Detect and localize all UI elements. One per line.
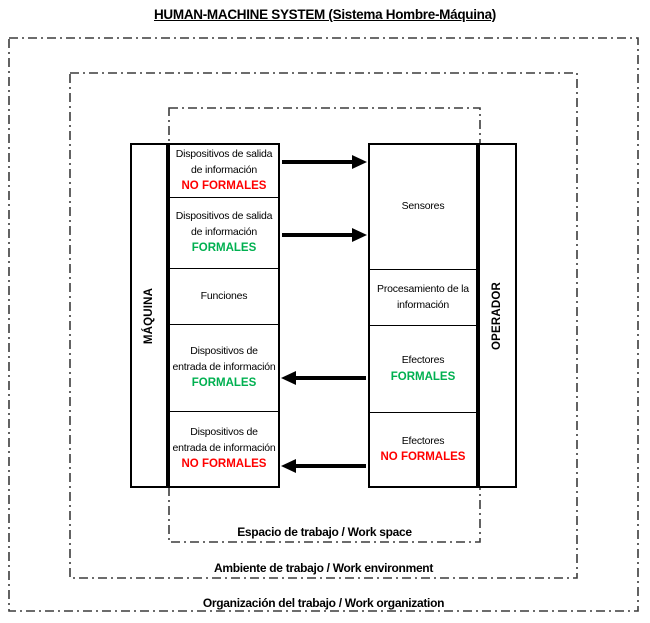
box-sensores: Sensores	[370, 145, 476, 270]
box-salida-formales: Dispositivos de salida de información FO…	[170, 198, 278, 269]
box-text-line: entrada de información	[172, 360, 276, 373]
box-text-line: Sensores	[401, 200, 445, 213]
box-tag: NO FORMALES	[181, 458, 267, 471]
box-efectores-no-formales: Efectores NO FORMALES	[370, 413, 476, 486]
environment-label: Ambiente de trabajo / Work environment	[213, 561, 434, 575]
operator-bar-label: OPERADOR	[491, 281, 504, 350]
box-text-line: de información	[190, 225, 258, 238]
box-text-line: Funciones	[200, 289, 248, 302]
operator-column: Sensores Procesamiento de la información…	[368, 143, 478, 488]
arrow-salida-no-formales-to-sensores	[282, 155, 367, 169]
box-tag: NO FORMALES	[380, 451, 466, 463]
arrow-efectores-no-formales-to-entrada-no-formales	[281, 459, 366, 473]
organization-label: Organización del trabajo / Work organiza…	[202, 596, 445, 610]
workspace-label: Espacio de trabajo / Work space	[237, 525, 412, 539]
box-procesamiento: Procesamiento de la información	[370, 270, 476, 326]
box-tag: FORMALES	[390, 370, 456, 383]
box-text-line: Efectores	[401, 354, 445, 366]
box-text-line: Dispositivos de salida	[175, 148, 273, 161]
box-efectores-formales: Efectores FORMALES	[370, 326, 476, 413]
box-text-line: Efectores	[401, 434, 445, 447]
box-entrada-formales: Dispositivos de entrada de información F…	[170, 325, 278, 412]
machine-column: Dispositivos de salida de información NO…	[168, 143, 280, 488]
box-text-line: información	[396, 298, 450, 311]
box-tag: FORMALES	[191, 377, 257, 390]
box-text-line: Dispositivos de salida	[175, 210, 273, 223]
box-funciones: Funciones	[170, 269, 278, 325]
page-title: HUMAN-MACHINE SYSTEM (Sistema Hombre-Máq…	[153, 7, 497, 22]
box-text-line: Dispositivos de	[190, 426, 258, 439]
machine-bar: MÁQUINA	[130, 143, 168, 488]
box-salida-no-formales: Dispositivos de salida de información NO…	[170, 145, 278, 198]
environment-frame-border	[69, 72, 578, 579]
box-tag: FORMALES	[191, 242, 257, 255]
arrow-efectores-formales-to-entrada-formales	[281, 371, 366, 385]
box-text-line: Dispositivos de	[190, 345, 258, 358]
arrow-salida-formales-to-sensores	[282, 228, 367, 242]
box-tag: NO FORMALES	[181, 180, 267, 193]
box-text-line: de información	[190, 163, 258, 176]
box-text-line: entrada de información	[172, 441, 276, 454]
operator-bar: OPERADOR	[478, 143, 517, 488]
box-entrada-no-formales: Dispositivos de entrada de información N…	[170, 412, 278, 486]
machine-bar-label: MÁQUINA	[143, 287, 155, 344]
organization-frame-border	[8, 37, 639, 612]
box-text-line: Procesamiento de la	[377, 283, 469, 295]
